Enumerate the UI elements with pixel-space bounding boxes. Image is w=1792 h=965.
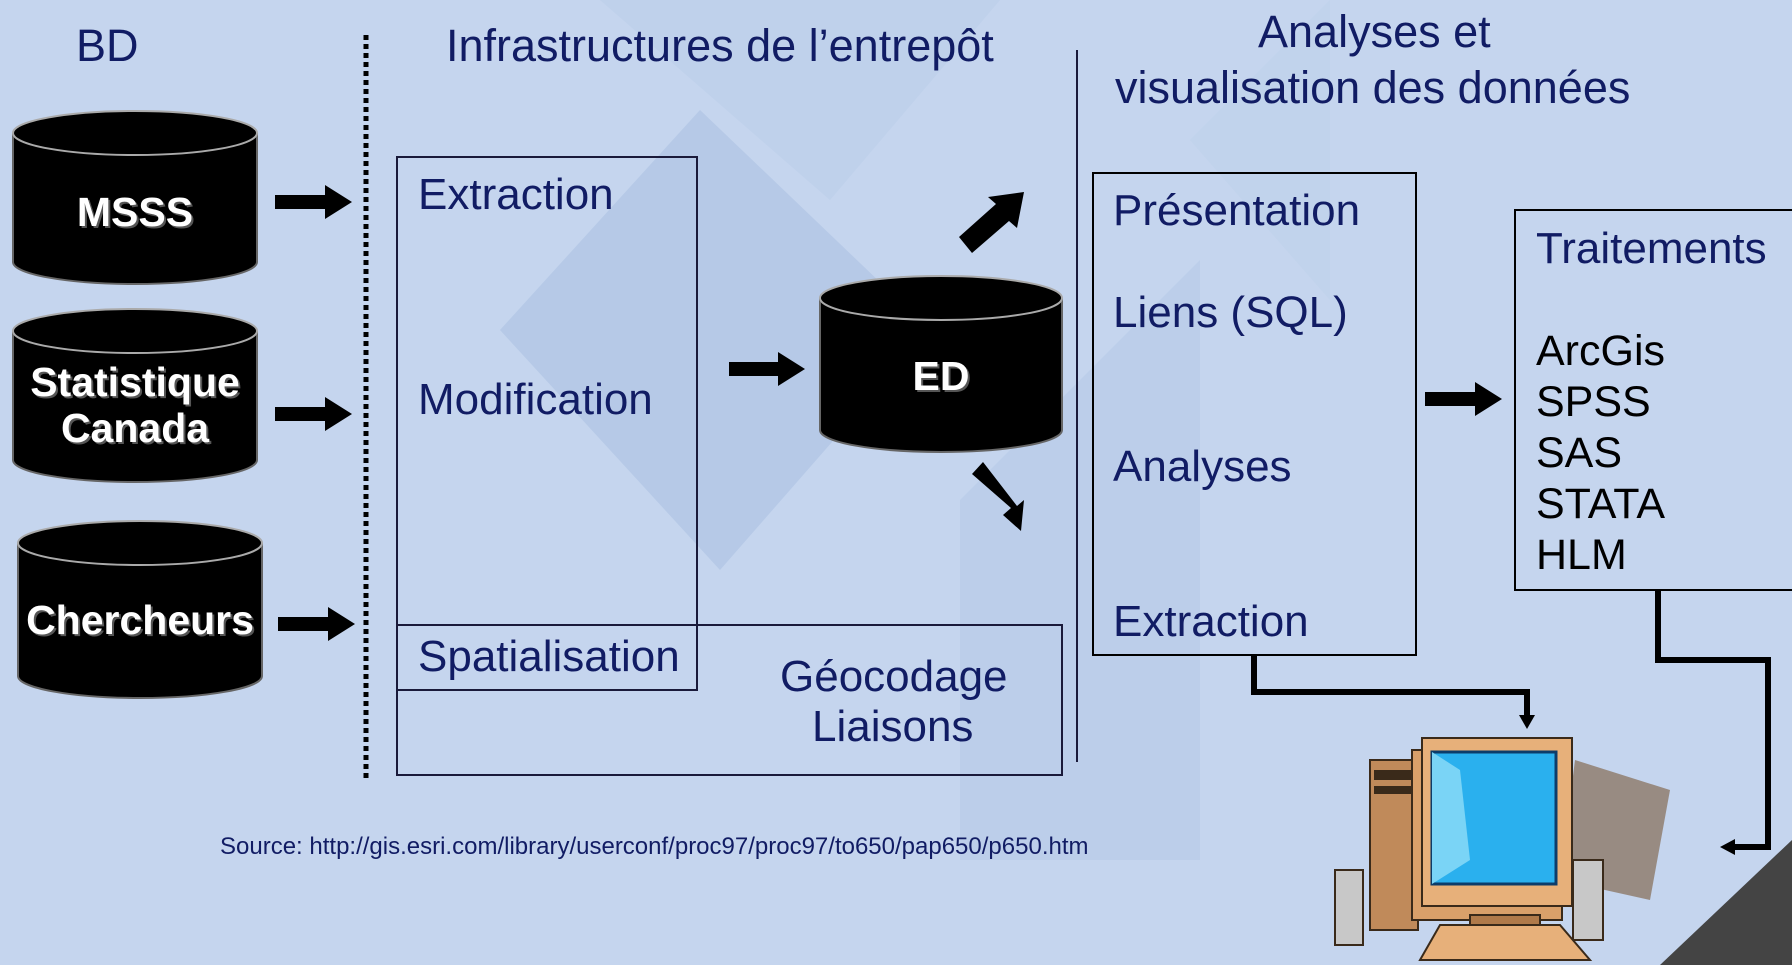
source-citation: Source: http://gis.esri.com/library/user… [220, 833, 1089, 860]
database-cylinder-icon [819, 275, 1063, 453]
arrow-icon [1425, 382, 1502, 416]
treatments-title: Traitements [1536, 224, 1767, 273]
arrow-icon [729, 352, 805, 386]
spatialisation-label-box [396, 624, 698, 691]
analysis-liens: Liens (SQL) [1113, 288, 1348, 337]
analysis-analyses: Analyses [1113, 442, 1292, 491]
warehouse-extraction: Extraction [418, 170, 614, 219]
database-cylinder-icon [17, 520, 263, 699]
treatment-item: HLM [1536, 531, 1627, 579]
treatment-item: SPSS [1536, 378, 1651, 426]
warehouse-liaisons: Liaisons [812, 702, 974, 751]
arrow-icon [959, 192, 1024, 253]
database-label-statcan-line1: Statistique [30, 359, 240, 405]
treatments-list: ArcGis SPSS SAS STATA HLM [1536, 326, 1665, 581]
analysis-presentation: Présentation [1113, 186, 1361, 235]
spatialisation-box [396, 624, 1063, 776]
analysis-extraction: Extraction [1113, 597, 1309, 646]
database-cylinder-icon [12, 110, 258, 285]
arrow-icon [275, 185, 352, 219]
database-label-chercheurs: Chercheurs [26, 597, 254, 643]
connector-line [1251, 655, 1530, 715]
arrow-icon [278, 607, 355, 641]
database-label-msss: MSSS [76, 189, 194, 235]
treatment-item: SAS [1536, 429, 1623, 477]
connector-line [1655, 590, 1771, 850]
database-label-ed: ED [912, 353, 970, 399]
header-bd: BD [76, 20, 139, 71]
arrow-icon [1519, 715, 1535, 729]
header-analyses-line1: Analyses et [1258, 6, 1491, 57]
header-infrastructure: Infrastructures de l’entrepôt [446, 20, 994, 71]
database-label-statcan: Statistique Canada [13, 359, 257, 452]
warehouse-modification: Modification [418, 375, 653, 424]
arrow-icon [972, 462, 1024, 531]
header-analyses-line2: visualisation des données [1115, 62, 1631, 113]
arrow-icon [1720, 839, 1735, 855]
treatment-item: ArcGis [1536, 327, 1665, 375]
arrow-icon [275, 397, 352, 431]
database-cylinder-icon [12, 308, 258, 483]
warehouse-spatialisation: Spatialisation [418, 632, 680, 681]
computer-icon [1334, 737, 1670, 961]
treatment-item: STATA [1536, 480, 1665, 528]
database-label-statcan-line2: Canada [60, 404, 210, 451]
warehouse-geocodage: Géocodage [780, 652, 1008, 701]
analysis-box [1092, 172, 1417, 656]
